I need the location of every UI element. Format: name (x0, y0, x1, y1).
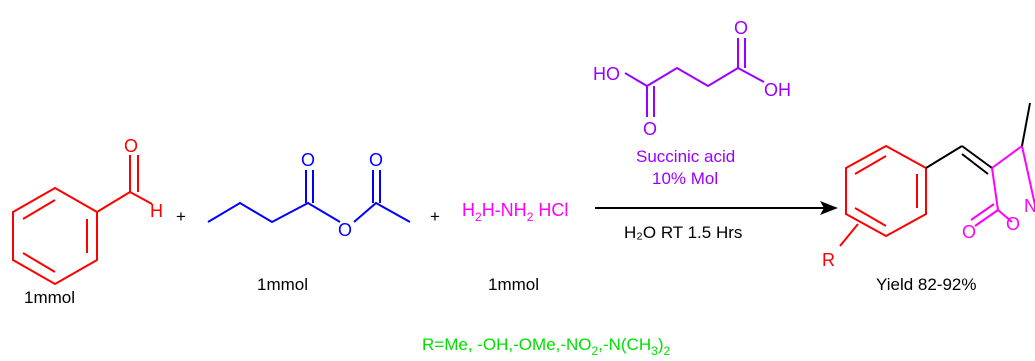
aldehyde-amount: 1mmol (24, 288, 75, 307)
catalyst-o-atom-1: O (734, 18, 748, 38)
product-aryl-ring (839, 144, 927, 247)
aldehyde-h-atom: H (150, 201, 163, 221)
product-carbonyl-o-atom: O (962, 222, 976, 242)
catalyst-name: Succinic acid (636, 147, 735, 166)
aldehyde-o-atom: O (124, 136, 138, 156)
reaction-conditions: H₂O RT 1.5 Hrs (624, 223, 742, 242)
catalyst-ho-group: HO (593, 64, 620, 84)
substituent-list: R=Me, -OH,-OMe,-NO2,-N(CH3)2 (422, 335, 670, 358)
product-yield: Yield 82-92% (876, 275, 977, 294)
product-r-group: R (822, 250, 835, 270)
catalyst-o-atom-2: O (643, 119, 657, 139)
anhydride-o-atom-1: O (301, 150, 315, 170)
benzaldehyde (12, 155, 153, 286)
anhydride-o-atom-2: O (338, 220, 352, 240)
product-n-atom: N (1024, 196, 1035, 216)
catalyst-loading: 10% Mol (652, 169, 718, 188)
hydroxylamine-amount: 1mmol (488, 275, 539, 294)
hydroxylamine-formula: H2H-NH2 HCl (462, 200, 568, 224)
plus-sign-1: + (176, 207, 186, 226)
product-isoxazolone-ring (970, 145, 1035, 227)
anhydride-o-atom-3: O (369, 150, 383, 170)
catalyst-oh-group: OH (764, 80, 791, 100)
anhydride (207, 170, 411, 224)
product-methyl-bond (1021, 102, 1031, 147)
succinic-acid-structure (624, 38, 765, 117)
product-ring-o-atom: O (1006, 214, 1020, 234)
anhydride-amount: 1mmol (257, 275, 308, 294)
reaction-arrow (595, 201, 838, 215)
plus-sign-2: + (430, 207, 440, 226)
product-linker (925, 145, 993, 175)
